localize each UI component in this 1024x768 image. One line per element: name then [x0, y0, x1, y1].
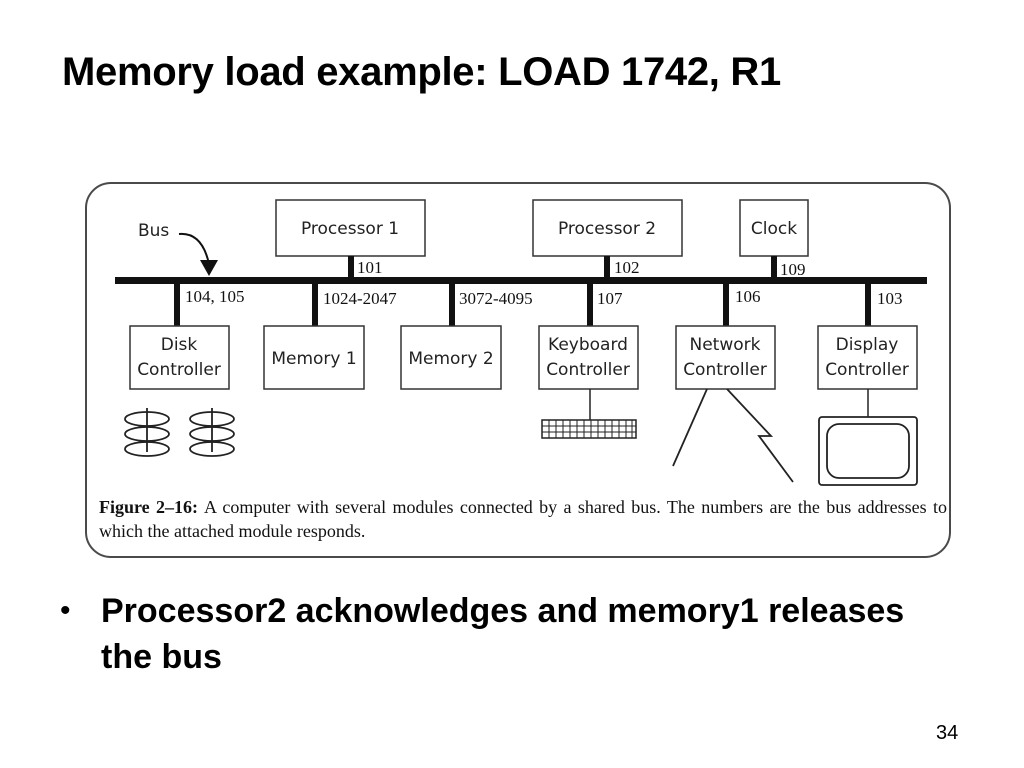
- memory-2-module: Memory 2: [400, 325, 502, 390]
- bus-diagram-figure: Bus Processor 1 101 Processor 2 102 Cloc…: [85, 182, 951, 558]
- disk-controller-label-line1: Disk: [161, 335, 198, 355]
- system-bus: [115, 277, 927, 284]
- display-controller-module: Display Controller: [817, 325, 918, 390]
- network-link-icon: [672, 388, 794, 483]
- memory-1-module: Memory 1: [263, 325, 365, 390]
- processor-2-module: Processor 2 102: [532, 199, 683, 278]
- processor-2-label: Processor 2: [558, 219, 656, 239]
- clock-label: Clock: [751, 219, 797, 239]
- figure-caption-label: Figure 2–16:: [99, 497, 199, 517]
- network-controller-label-line2: Controller: [683, 360, 767, 380]
- network-controller-address: 106: [735, 287, 761, 306]
- figure-caption-text: A computer with several modules connecte…: [99, 497, 947, 541]
- processor-1-module: Processor 1 101: [275, 199, 426, 278]
- clock-module: Clock 109: [739, 199, 809, 279]
- bullet-text: Processor2 acknowledges and memory1 rele…: [101, 592, 905, 676]
- keyboard-icon: [541, 419, 637, 439]
- bus-label: Bus: [138, 221, 169, 241]
- monitor-icon: [818, 416, 918, 486]
- bullet-dot-icon: •: [60, 594, 71, 627]
- display-controller-label-line1: Display: [836, 335, 899, 355]
- slide-number: 34: [936, 722, 959, 744]
- memory-2-label: Memory 2: [408, 349, 493, 369]
- clock-address: 109: [780, 260, 806, 279]
- keyboard-controller-module: Keyboard Controller: [538, 325, 639, 390]
- slide-title: Memory load example: LOAD 1742, R1: [62, 50, 781, 94]
- display-controller-label-line2: Controller: [825, 360, 909, 380]
- network-controller-module: Network Controller: [675, 325, 776, 390]
- keyboard-controller-address: 107: [597, 289, 623, 308]
- bus-arrowhead: [200, 260, 218, 276]
- processor-1-label: Processor 1: [301, 219, 399, 239]
- disk-controller-label-line2: Controller: [137, 360, 221, 380]
- memory-2-address: 3072-4095: [459, 289, 533, 308]
- figure-caption: Figure 2–16:A computer with several modu…: [99, 495, 947, 543]
- network-controller-label-line1: Network: [690, 335, 761, 355]
- keyboard-controller-label-line1: Keyboard: [548, 335, 628, 355]
- processor-1-address: 101: [357, 258, 383, 277]
- disk-drive-icon: [189, 408, 235, 457]
- memory-1-address: 1024-2047: [323, 289, 397, 308]
- bus-arrow: [178, 232, 210, 265]
- display-controller-address: 103: [877, 289, 903, 308]
- bus-diagram: Bus Processor 1 101 Processor 2 102 Cloc…: [115, 199, 927, 486]
- disk-controller-address: 104, 105: [185, 287, 245, 306]
- disk-controller-module: Disk Controller: [129, 325, 230, 390]
- disk-drive-icon: [124, 408, 170, 457]
- keyboard-controller-label-line2: Controller: [546, 360, 630, 380]
- memory-1-label: Memory 1: [271, 349, 356, 369]
- bullet-list: • Processor2 acknowledges and memory1 rel…: [60, 588, 940, 680]
- bullet-item: • Processor2 acknowledges and memory1 rel…: [60, 588, 940, 680]
- processor-2-address: 102: [614, 258, 640, 277]
